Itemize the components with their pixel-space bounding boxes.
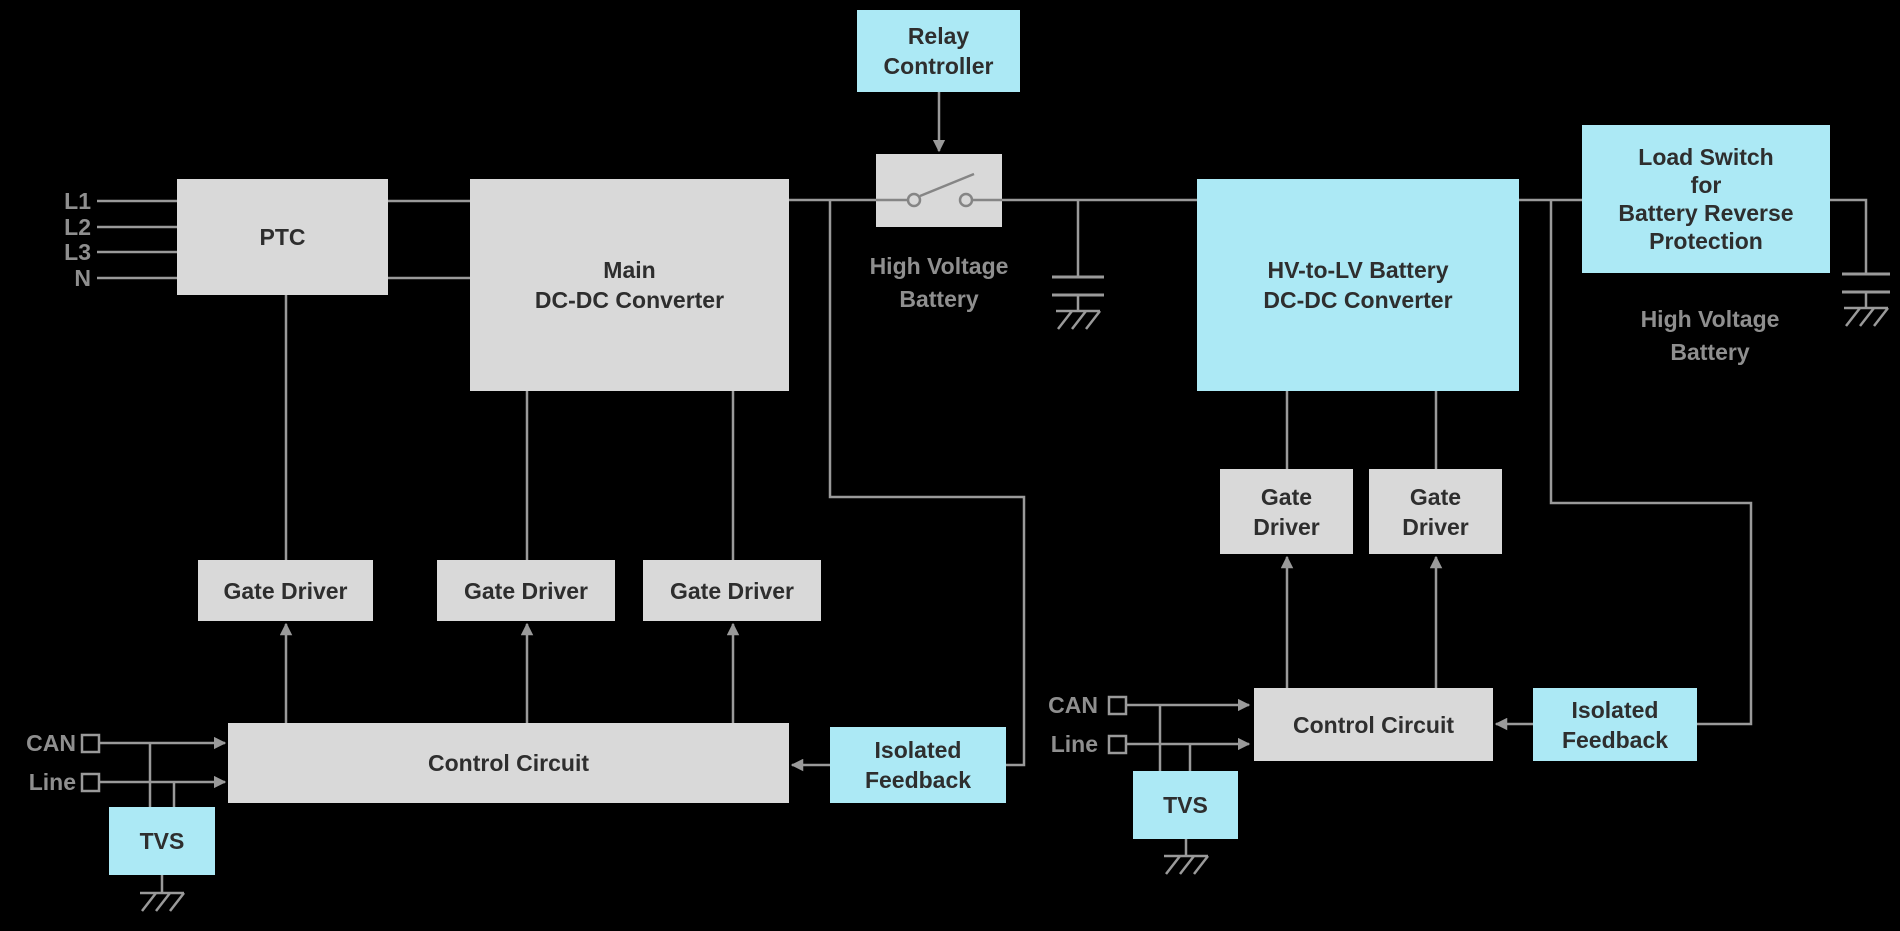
ptc-to-main-wires [388, 199, 470, 280]
hv-to-lv-line2: DC-DC Converter [1263, 287, 1453, 313]
tvs-left-box: TVS [109, 807, 215, 875]
gate-driver-2-box: Gate Driver [437, 560, 615, 621]
power-to-gate-driver-wires-right [1285, 391, 1438, 469]
isolated-feedback-right-box: Isolated Feedback [1533, 688, 1697, 761]
feedback-sense-right-wire [1549, 200, 1753, 726]
control-to-gate-driver-arrows-right [1280, 555, 1443, 688]
line-label-right: Line [1050, 731, 1098, 757]
hv-battery-right-label: High Voltage Battery [1640, 306, 1780, 365]
isolated-feedback-right-line2: Feedback [1561, 726, 1669, 753]
control-circuit-right-label: Control Circuit [1293, 711, 1454, 738]
control-circuit-right-box: Control Circuit [1254, 688, 1493, 761]
gate-driver-2-label: Gate Driver [463, 577, 588, 604]
phase-label-l3: L3 [64, 239, 91, 265]
can-connector-square-icon [80, 733, 101, 754]
ptc-box: PTC [177, 179, 388, 295]
hv-to-lv-converter-box: HV-to-LV Battery DC-DC Converter [1197, 179, 1519, 391]
gate-driver-3-box: Gate Driver [643, 560, 821, 621]
tvs-right-box: TVS [1133, 771, 1238, 839]
can-label-right: CAN [1048, 692, 1098, 718]
hv-to-lv-line1: HV-to-LV Battery [1267, 257, 1449, 283]
main-dcdc-line2: DC-DC Converter [534, 287, 725, 313]
load-switch-line2: for [1690, 172, 1722, 198]
ground-icon [1164, 854, 1209, 875]
can-label-left: CAN [26, 730, 76, 756]
can-connector-square-icon [1107, 695, 1128, 716]
line-label-left: Line [28, 769, 76, 795]
phase-label-l2: L2 [64, 214, 91, 240]
tvs-left-label: TVS [139, 828, 185, 854]
output-capacitor-right-icon [1842, 272, 1890, 327]
load-switch-line1: Load Switch [1638, 144, 1774, 170]
load-switch-line3: Battery Reverse [1618, 200, 1794, 226]
hv-battery-left-label: High Voltage Battery [869, 253, 1009, 312]
phase-input-wires [97, 199, 177, 280]
gate-driver-4-box: Gate Driver [1220, 469, 1353, 554]
control-circuit-left-label: Control Circuit [428, 750, 589, 776]
relay-controller-line1: Relay [907, 23, 970, 49]
phase-label-n: N [74, 265, 91, 291]
relay-switch-box [876, 154, 1002, 227]
gate-driver-4-line1: Gate [1260, 483, 1313, 510]
isolated-feedback-left-box: Isolated Feedback [830, 727, 1006, 803]
gate-driver-3-label: Gate Driver [669, 577, 794, 604]
gate-driver-5-line2: Driver [1402, 513, 1469, 540]
main-dcdc-converter-box: Main DC-DC Converter [470, 179, 789, 391]
main-dcdc-line1: Main [603, 257, 656, 283]
load-switch-box: Load Switch for Battery Reverse Protecti… [1582, 125, 1830, 273]
tvs-right-label: TVS [1163, 792, 1208, 818]
isolated-feedback-left-line1: Isolated [874, 737, 962, 763]
load-switch-line4: Protection [1649, 228, 1763, 254]
line-connector-square-icon [1107, 734, 1128, 755]
dc-link-capacitor-left-icon [1052, 275, 1104, 330]
isolated-feedback-left-line2: Feedback [864, 767, 972, 793]
gate-driver-5-line1: Gate [1409, 483, 1462, 510]
gate-driver-5-box: Gate Driver [1369, 469, 1502, 554]
ptc-label: PTC [259, 224, 306, 250]
gate-driver-1-box: Gate Driver [198, 560, 373, 621]
gate-driver-1-label: Gate Driver [223, 577, 348, 604]
control-circuit-left-box: Control Circuit [228, 723, 789, 803]
isolated-feedback-right-line1: Isolated [1571, 696, 1659, 723]
ground-icon [140, 891, 185, 912]
control-to-gate-driver-arrows-left [279, 622, 740, 723]
relay-controller-box: Relay Controller [857, 10, 1020, 92]
phase-label-l1: L1 [64, 188, 91, 214]
gate-driver-4-line2: Driver [1253, 513, 1320, 540]
line-connector-square-icon [80, 772, 101, 793]
relay-controller-line2: Controller [883, 53, 994, 79]
